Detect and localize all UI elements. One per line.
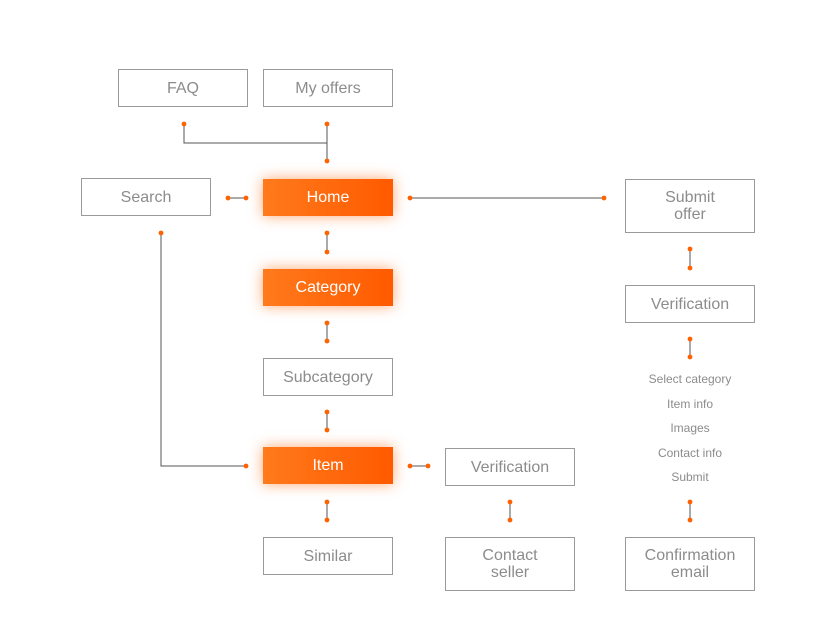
submit-offer-node[interactable]: Submit offer (625, 179, 755, 233)
connector-dot (507, 499, 513, 505)
connector-dot (324, 499, 330, 505)
confirmation-email-node[interactable]: Confirmation email (625, 537, 755, 591)
connector-dot (324, 121, 330, 127)
category-label: Category (295, 279, 361, 296)
confirmation-email-line-1: Confirmation (644, 547, 736, 564)
contact-seller-line-2: seller (490, 564, 530, 581)
connector-dot (425, 463, 431, 469)
connector-dot (687, 336, 693, 342)
confirmation-email-line-2: email (670, 564, 710, 581)
connector-dot (324, 517, 330, 523)
connector-dot (324, 409, 330, 415)
connector-dot (158, 230, 164, 236)
submit-offer-line-2: offer (674, 206, 706, 223)
submit-offer-line-1: Submit (665, 189, 715, 206)
step-images: Images (670, 421, 710, 436)
connector-dot (225, 195, 231, 201)
connector-dot (243, 195, 249, 201)
connector-dot (324, 338, 330, 344)
search-item-link (160, 233, 246, 467)
item-label: Item (312, 457, 344, 474)
item-node[interactable]: Item (263, 447, 393, 484)
home-label: Home (306, 189, 350, 206)
connector-dot (687, 517, 693, 523)
connector-dot (507, 517, 513, 523)
submit-steps-list: Select category Item info Images Contact… (622, 370, 758, 493)
category-node[interactable]: Category (263, 269, 393, 306)
my-offers-label: My offers (295, 79, 361, 97)
step-select-category: Select category (648, 372, 732, 386)
connector-dot (243, 463, 249, 469)
home-node[interactable]: Home (263, 179, 393, 216)
search-node[interactable]: Search (81, 178, 211, 216)
connector-dot (407, 463, 413, 469)
connector-dot (687, 246, 693, 252)
similar-label: Similar (303, 547, 353, 565)
connector-dot (687, 499, 693, 505)
similar-node[interactable]: Similar (263, 537, 393, 575)
contact-seller-node[interactable]: Contact seller (445, 537, 575, 591)
verification-offer-label: Verification (650, 295, 730, 313)
verification-item-label: Verification (470, 458, 550, 476)
contact-seller-line-1: Contact (482, 547, 538, 564)
connector-dot (407, 195, 413, 201)
my-offers-node[interactable]: My offers (263, 69, 393, 107)
connector-dot (601, 195, 607, 201)
connector-dot (324, 249, 330, 255)
step-item-info: Item info (666, 396, 714, 411)
subcategory-label: Subcategory (283, 368, 373, 386)
connector-dot (324, 427, 330, 433)
faq-label: FAQ (166, 79, 199, 97)
step-submit: Submit (671, 470, 709, 485)
verification-item-node[interactable]: Verification (445, 448, 575, 486)
connector-dot (687, 354, 693, 360)
faq-link (183, 124, 327, 144)
search-label: Search (120, 188, 172, 206)
connector-dot (324, 158, 330, 164)
connector-dot (687, 265, 693, 271)
step-contact-info: Contact info (657, 445, 723, 460)
subcategory-node[interactable]: Subcategory (263, 358, 393, 396)
verification-offer-node[interactable]: Verification (625, 285, 755, 323)
faq-node[interactable]: FAQ (118, 69, 248, 107)
connector-dot (324, 230, 330, 236)
connector-dot (324, 320, 330, 326)
connector-dot (181, 121, 187, 127)
